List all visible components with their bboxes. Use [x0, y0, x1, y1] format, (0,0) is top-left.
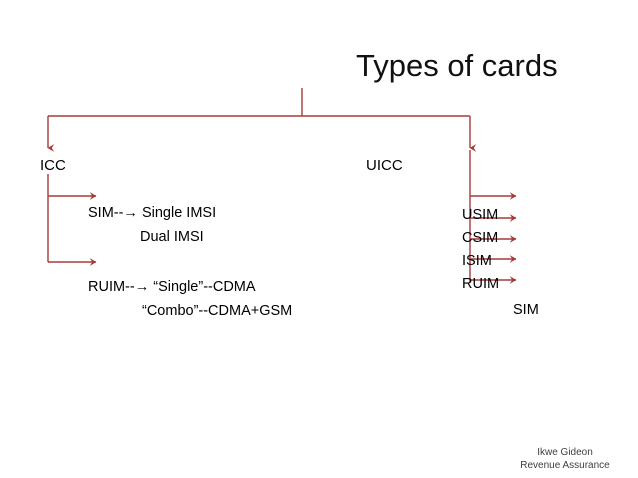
- leaf-label-ruim-single-cdma: RUIM--→ “Single”--CDMA: [88, 279, 256, 295]
- slide-title: Types of cards: [356, 48, 558, 83]
- leaf-label-sim-single-imsi: SIM--→ Single IMSI: [88, 205, 217, 221]
- credit-department: Revenue Assurance: [520, 460, 610, 471]
- credit-author-name: Ikwe Gideon: [537, 447, 593, 458]
- node-label-icc: ICC: [40, 157, 66, 174]
- node-label-uicc: UICC: [366, 157, 403, 174]
- leaf-label-sim: SIM: [513, 302, 539, 318]
- credit-block: Ikwe Gideon Revenue Assurance: [500, 446, 630, 472]
- leaf-label-ruim: RUIM: [462, 276, 500, 292]
- leaf-label-combo-cdma-gsm: “Combo”--CDMA+GSM: [142, 303, 293, 319]
- leaf-label-usim: USIM: [462, 207, 499, 223]
- leaf-label-isim: ISIM: [462, 253, 492, 269]
- leaf-label-csim: CSIM: [462, 230, 499, 246]
- leaf-label-dual-imsi: Dual IMSI: [140, 229, 204, 245]
